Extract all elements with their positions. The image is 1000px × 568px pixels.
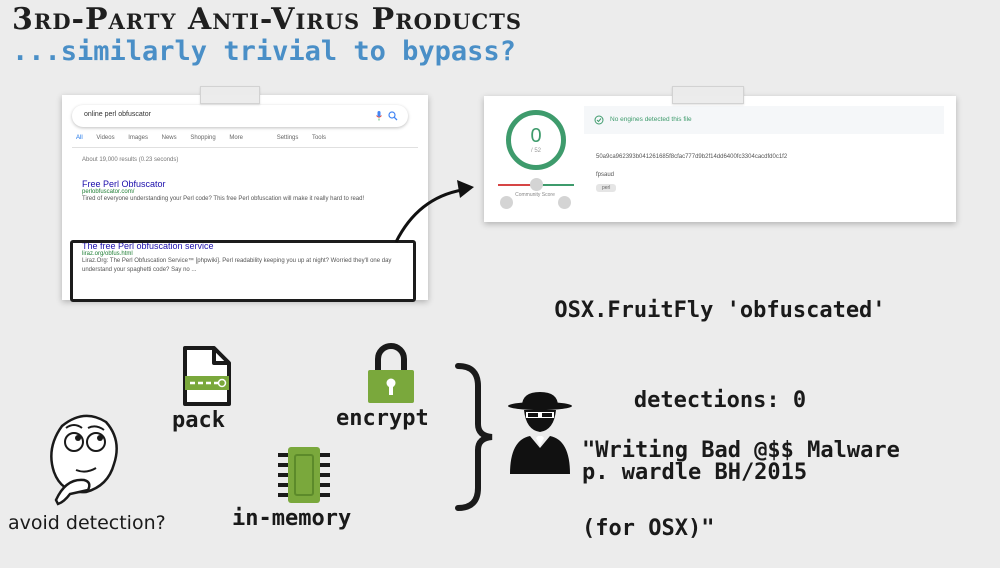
engine-total: / 52 — [530, 148, 541, 154]
avoid-detection-text: avoid detection? — [8, 512, 166, 534]
quote-line1: "Writing Bad @$$ Malware — [582, 438, 900, 463]
arrow-icon — [394, 180, 474, 243]
quote-author: p. wardle BH/2015 — [582, 460, 808, 485]
result-stats: About 19,000 results (0.23 seconds) — [82, 157, 179, 163]
detection-caption: OSX.FruitFly 'obfuscated' detections: 0 — [484, 236, 956, 446]
file-type-tag: perl — [596, 184, 617, 192]
google-search-card: online perl obfuscator All Videos Images… — [62, 95, 428, 302]
score-bar-good — [536, 184, 574, 186]
tab-more[interactable]: More — [229, 135, 244, 141]
detection-caption-line1: OSX.FruitFly 'obfuscated' — [554, 298, 886, 323]
slide-subtitle: ...similarly trivial to bypass? — [12, 36, 516, 67]
slide-title: 3rd-Party Anti-Virus Products — [12, 2, 522, 37]
detection-count: 0 — [530, 125, 542, 147]
encrypt-label: encrypt — [336, 406, 429, 431]
tab-settings[interactable]: Settings — [276, 135, 299, 141]
result-title-link[interactable]: The free Perl obfuscation service — [82, 241, 214, 251]
curly-brace-icon — [455, 363, 493, 511]
result-title-link[interactable]: Free Perl Obfuscator — [82, 179, 166, 189]
quote-block: "Writing Bad @$$ Malware (for OSX)" — [582, 386, 900, 568]
tab-news[interactable]: News — [161, 135, 177, 141]
score-indicator — [530, 178, 543, 191]
memory-chip-icon — [278, 447, 330, 503]
search-icon[interactable] — [388, 111, 398, 121]
zip-file-icon — [183, 346, 231, 406]
padlock-icon — [368, 343, 414, 403]
thumb-down-icon[interactable] — [500, 196, 513, 209]
status-text: No engines detected this file — [610, 116, 692, 123]
tab-shopping[interactable]: Shopping — [190, 135, 216, 141]
result-description: Liraz.Org: The Perl Obfuscation Service™… — [82, 258, 392, 273]
search-tabs: All Videos Images News Shopping More Set… — [76, 135, 338, 141]
result-url[interactable]: perlobfuscator.com/ — [82, 189, 135, 195]
tape-strip — [200, 86, 260, 104]
hacker-icon — [508, 392, 572, 474]
result-highlight-box — [70, 240, 416, 302]
virustotal-card: 0 / 52 Community Score No engines detect… — [484, 96, 956, 222]
file-hash: 50a9ca962393b041261685f8cfac777d9b2f14dd… — [596, 154, 788, 160]
result-description: Tired of everyone understanding your Per… — [82, 196, 365, 202]
tab-all[interactable]: All — [76, 135, 83, 141]
thumb-up-icon[interactable] — [558, 196, 571, 209]
thinking-face-icon — [50, 414, 118, 506]
detection-caption-line2: detections: 0 — [633, 388, 807, 413]
quote-line2: (for OSX)" — [582, 516, 715, 541]
pack-label: pack — [172, 408, 225, 433]
tape-strip — [672, 86, 744, 104]
mic-icon[interactable] — [376, 111, 382, 121]
community-score-label: Community Score — [515, 192, 555, 198]
tabs-divider — [72, 147, 418, 148]
search-input[interactable]: online perl obfuscator — [72, 105, 408, 127]
score-bar-bad — [498, 184, 536, 186]
search-result: Free Perl Obfuscator perlobfuscator.com/… — [82, 179, 412, 204]
tab-images[interactable]: Images — [128, 135, 148, 141]
file-name: fpsaud — [596, 172, 615, 178]
tab-videos[interactable]: Videos — [96, 135, 115, 141]
tab-tools[interactable]: Tools — [311, 135, 326, 141]
detection-score-circle: 0 / 52 — [506, 110, 566, 170]
status-banner: No engines detected this file — [584, 106, 944, 134]
search-query: online perl obfuscator — [84, 111, 151, 118]
shield-check-icon — [594, 115, 604, 125]
result-url[interactable]: liraz.org/obfus.html — [82, 251, 133, 257]
in-memory-label: in-memory — [232, 506, 352, 531]
search-result: The free Perl obfuscation service liraz.… — [82, 241, 412, 275]
